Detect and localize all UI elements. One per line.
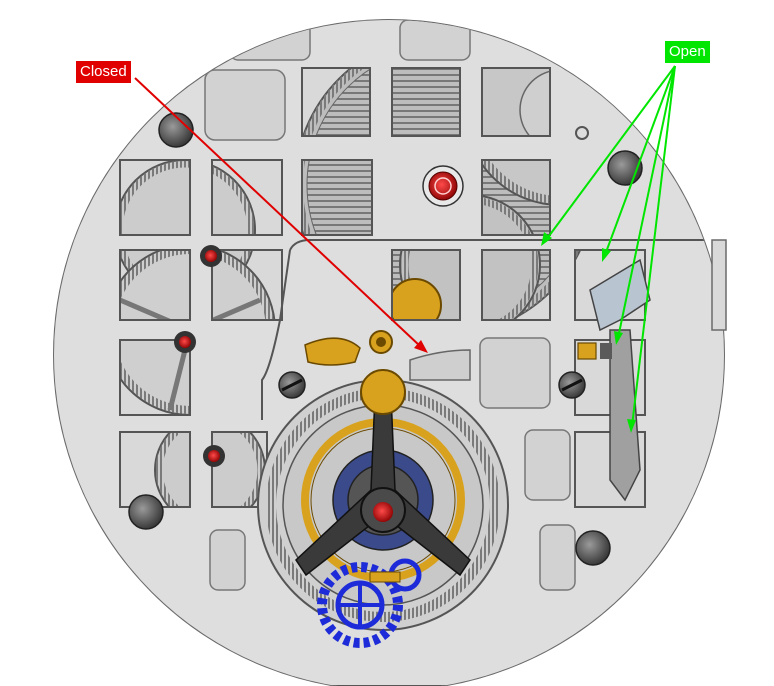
pallet-fork (369, 571, 401, 583)
gold-pinion-gear (360, 369, 406, 415)
plate-notch (711, 239, 727, 331)
cage-bridge (295, 394, 471, 577)
jewel (200, 245, 222, 267)
gold-lever (304, 337, 361, 366)
plate-pocket (229, 20, 311, 61)
tourbillon-cage (257, 374, 509, 631)
jewel (203, 445, 225, 467)
right-lever-mechanism (577, 258, 651, 502)
jewel (422, 165, 464, 207)
jewel (174, 331, 196, 353)
plate-pocket (539, 524, 576, 591)
plate-pocket (399, 20, 471, 61)
plate-pocket (524, 429, 571, 501)
screw (128, 494, 164, 530)
plate-pocket (479, 337, 551, 409)
plate-pocket (204, 69, 286, 141)
screw (158, 112, 194, 148)
screw-slotted (558, 371, 586, 399)
plate-pocket (209, 529, 246, 591)
screw-slotted (278, 371, 306, 399)
bridge-outline (261, 239, 715, 420)
closed-label: Closed (76, 61, 131, 83)
bridge-outline (409, 349, 471, 381)
open-label: Open (665, 41, 710, 63)
tourbillon-jewel (373, 502, 393, 522)
small-pivot (575, 126, 589, 140)
closed-callout-arrow (134, 77, 428, 353)
screw (575, 530, 611, 566)
open-callout-arrows (541, 65, 676, 433)
